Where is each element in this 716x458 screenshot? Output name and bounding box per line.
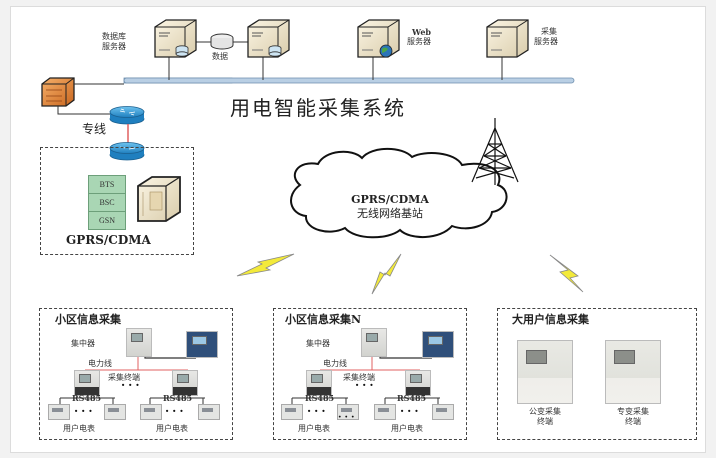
area-1-terminal-label: 采集终端 (108, 373, 140, 382)
area-N-terminal-label: 采集终端 (343, 373, 375, 382)
public-terminal-label: 公变采集 终端 (529, 407, 561, 426)
area-N-meters-right-label: 用户电表 (391, 424, 423, 433)
area-1-user-meter-icon (140, 404, 162, 420)
lightning-bolt-center-icon (371, 253, 402, 295)
area-1-meter-display-icon (186, 331, 218, 358)
area-1-user-meter-icon (104, 404, 126, 420)
area-1-title: 小区信息采集 (55, 313, 121, 326)
area-1-user-meter-icon (48, 404, 70, 420)
area-1-rs485-right: RS485 (163, 393, 193, 403)
area-N-user-meter-icon (374, 404, 396, 420)
db-server-label: 数据库 服务器 (102, 32, 126, 51)
database-icon (210, 33, 234, 50)
area-collection-box-1 (39, 308, 233, 440)
collect-server-icon (486, 19, 529, 58)
area-N-user-meter-icon (281, 404, 303, 420)
public-transformer-terminal-icon (517, 340, 573, 404)
lightning-bolt-right-icon (549, 254, 584, 293)
web-server-label-2: 服务器 (407, 37, 431, 46)
private-transformer-terminal-icon (605, 340, 661, 404)
stack-gsn: GSN (88, 211, 126, 230)
gprs-server-icon (137, 176, 181, 222)
area-1-wiring (59, 355, 205, 404)
area-N-power-line-label: 电力线 (323, 359, 347, 368)
area-N-terminal-left-icon (306, 370, 332, 396)
area-N-user-meter-icon (432, 404, 454, 420)
private-terminal-label: 专变采集 终端 (617, 407, 649, 426)
area-1-terminal-ellipsis: ··· (121, 378, 143, 392)
firewall-router-link (57, 106, 112, 115)
lightning-bolt-left-icon (236, 253, 295, 277)
cloud-label-line1: GPRS/CDMA (351, 193, 429, 206)
area-1-user-meter-icon (198, 404, 220, 420)
collect-server-label-1: 采集 (541, 27, 557, 36)
area-N-user-meter-icon (337, 404, 359, 420)
area-N-title: 小区信息采集N (285, 313, 362, 326)
area-N-meter-ellipsis-left: ··· (307, 404, 329, 418)
area-collection-box-N (273, 308, 467, 440)
wireless-cloud (290, 147, 508, 239)
web-server-icon (357, 19, 400, 58)
area-1-concentrator-icon (126, 328, 152, 357)
router-bottom-icon (109, 142, 145, 161)
stack-bsc: BSC (88, 193, 126, 212)
firewall-icon (41, 77, 75, 107)
large-user-collection-box (497, 308, 697, 440)
area-N-terminal-ellipsis: ··· (355, 378, 377, 392)
area-N-meter-ellipsis-right: ··· (400, 404, 422, 418)
system-title: 用电智能采集系统 (230, 96, 406, 120)
area-1-concentrator-label: 集中器 (71, 339, 95, 348)
area-1-meter-ellipsis-left: ··· (74, 404, 96, 418)
area-1-meters-left-label: 用户电表 (63, 424, 95, 433)
stack-bts: BTS (88, 175, 126, 194)
area-N-rs485-left: RS485 (305, 393, 335, 403)
area-1-terminal-right-icon (172, 370, 198, 396)
area-N-rs485-right: RS485 (397, 393, 427, 403)
area-N-wiring (291, 355, 440, 404)
collect-server-label-2: 服务器 (534, 37, 558, 46)
data-store-label: 数据 (212, 52, 228, 61)
db-server-1-icon (154, 19, 197, 58)
area-N-concentrator-icon (361, 328, 387, 357)
area-1-rs485-left: RS485 (72, 393, 102, 403)
radio-tower-icon (471, 118, 519, 185)
cloud-label: GPRS/CDMA 无线网络基站 (330, 193, 450, 221)
area-N-meter-ellipsis-extra: ··· (338, 412, 358, 423)
lan-bus-right (123, 77, 575, 84)
web-server-label-1: Web (412, 27, 432, 37)
area-1-meters-right-label: 用户电表 (156, 424, 188, 433)
large-user-title: 大用户信息采集 (512, 313, 589, 326)
area-N-terminal-right-icon (405, 370, 431, 396)
router-top-icon (109, 106, 145, 125)
area-N-meter-display-icon (422, 331, 454, 358)
area-1-meter-ellipsis-right: ··· (165, 404, 187, 418)
db-server-2-icon (247, 19, 290, 58)
cloud-label-line2: 无线网络基站 (357, 207, 423, 220)
network-stack: BTS BSC GSN (88, 175, 126, 230)
area-N-concentrator-label: 集中器 (306, 339, 330, 348)
area-1-power-line-label: 电力线 (88, 359, 112, 368)
area-N-meters-left-label: 用户电表 (298, 424, 330, 433)
gprs-cdma-label: GPRS/CDMA (66, 233, 151, 247)
gprs-cdma-box (40, 147, 194, 255)
dedicated-line-label: 专线 (82, 122, 107, 136)
area-1-terminal-left-icon (74, 370, 100, 396)
